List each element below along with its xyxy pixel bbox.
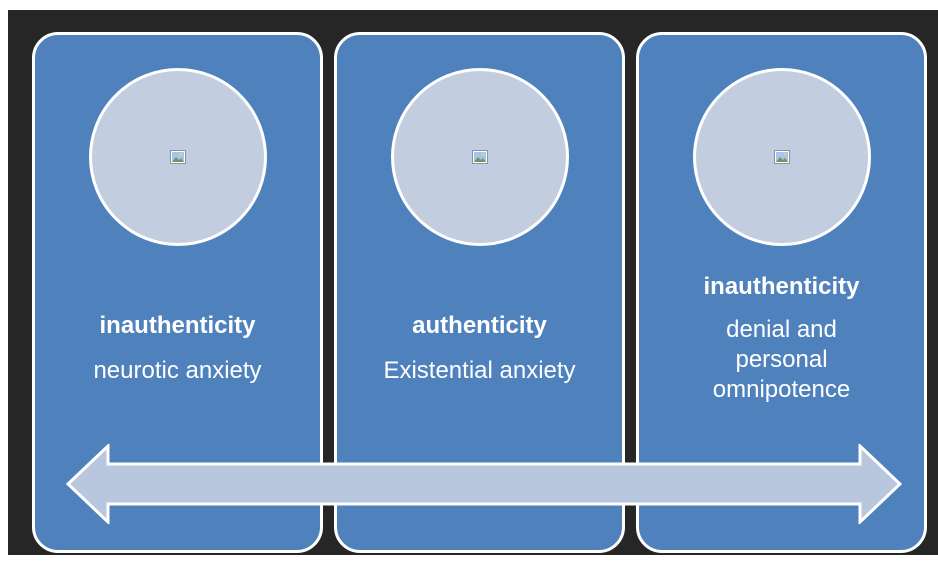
panel-text: inauthenticity denial and personal omnip… <box>639 271 924 405</box>
picture-placeholder-circle <box>88 68 267 246</box>
panel-heading: inauthenticity <box>99 312 256 339</box>
panel-body: denial and personal omnipotence <box>712 316 851 403</box>
panel-body: Existential anxiety <box>383 357 576 384</box>
panel-heading: authenticity <box>412 312 547 339</box>
panel-heading: inauthenticity <box>703 273 860 300</box>
picture-placeholder-icon <box>471 150 488 164</box>
panel-text: authenticity Existential anxiety <box>337 310 622 386</box>
double-headed-arrow <box>66 444 902 524</box>
picture-placeholder-icon <box>169 150 186 164</box>
slide-canvas: inauthenticity neurotic anxiety authenti… <box>8 10 938 555</box>
panel-body: neurotic anxiety <box>93 357 262 384</box>
picture-placeholder-circle <box>692 68 871 246</box>
picture-placeholder-icon <box>773 150 790 164</box>
picture-placeholder-circle <box>390 68 569 246</box>
panel-text: inauthenticity neurotic anxiety <box>35 310 320 386</box>
